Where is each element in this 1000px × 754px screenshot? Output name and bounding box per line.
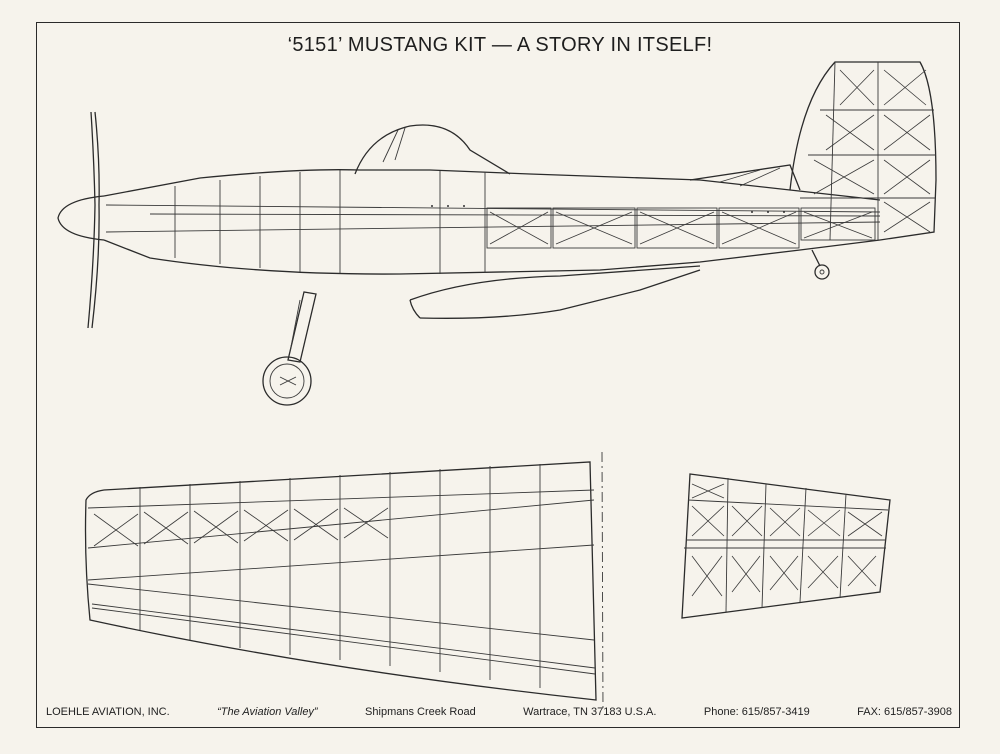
city-address: Wartrace, TN 37183 U.S.A. xyxy=(523,706,657,718)
street-address: Shipmans Creek Road xyxy=(365,706,476,718)
fuselage-side-view xyxy=(57,61,937,406)
slogan: “The Aviation Valley” xyxy=(217,706,318,718)
fax-number: FAX: 615/857-3908 xyxy=(857,706,952,718)
phone-number: Phone: 615/857-3419 xyxy=(703,706,810,718)
company-name: LOEHLE AVIATION, INC. xyxy=(46,706,170,718)
page-title: ‘5151’ MUSTANG KIT — A STORY IN ITSELF! xyxy=(287,34,713,56)
drawing-border xyxy=(36,22,960,728)
stabilizer-plan-view xyxy=(681,473,891,619)
wing-plan-view xyxy=(84,451,604,713)
footer-contact: LOEHLE AVIATION, INC. “The Aviation Vall… xyxy=(46,704,952,720)
